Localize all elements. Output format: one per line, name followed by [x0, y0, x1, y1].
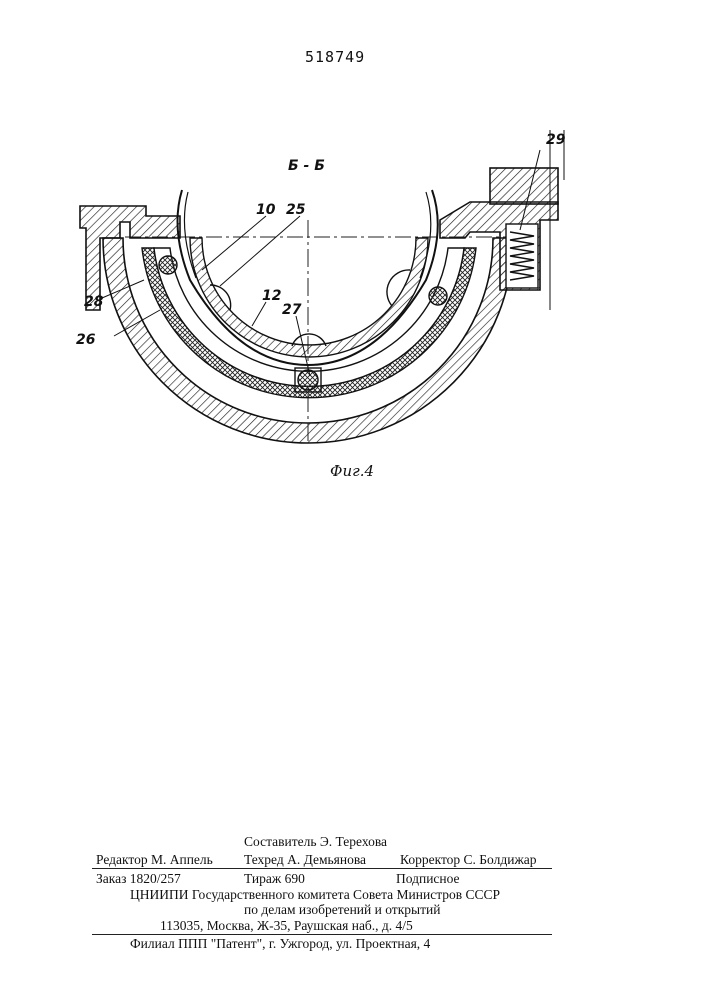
corrector-line: Корректор С. Болдижар	[400, 852, 537, 868]
order-line: Заказ 1820/257	[96, 871, 181, 887]
callout-10: 10	[256, 202, 276, 218]
footer-rule-bottom	[92, 934, 552, 935]
patent-number: 518749	[305, 48, 365, 66]
roller	[159, 256, 177, 274]
callout-29: 29	[546, 132, 566, 148]
roller	[298, 370, 318, 390]
spring-cap	[490, 168, 558, 204]
techred-line: Техред А. Демьянова	[244, 852, 366, 868]
inner-liner	[190, 238, 428, 357]
editor-line: Редактор М. Аппель	[96, 852, 213, 868]
technical-drawing: Б - Б 10 25 12 27 28 26 29	[70, 120, 580, 490]
callout-26: 26	[76, 332, 96, 348]
institute-line-1: ЦНИИПИ Государственного комитета Совета …	[130, 887, 500, 903]
compiler-line: Составитель Э. Терехова	[244, 834, 387, 850]
institute-line-2: по делам изобретений и открытий	[244, 902, 440, 918]
footer-rule-top	[92, 868, 552, 869]
figure-caption: Фиг.4	[330, 462, 374, 480]
section-label: Б - Б	[288, 158, 325, 174]
roller	[429, 287, 447, 305]
address-line: 113035, Москва, Ж-35, Раушская наб., д. …	[160, 918, 413, 934]
callout-27: 27	[282, 302, 302, 318]
callout-28: 28	[84, 294, 104, 310]
callout-25: 25	[286, 202, 306, 218]
callout-12: 12	[262, 288, 281, 304]
subscription-line: Подписное	[396, 871, 460, 887]
print-run-line: Тираж 690	[244, 871, 305, 887]
branch-line: Филиал ППП "Патент", г. Ужгород, ул. Про…	[130, 936, 430, 952]
